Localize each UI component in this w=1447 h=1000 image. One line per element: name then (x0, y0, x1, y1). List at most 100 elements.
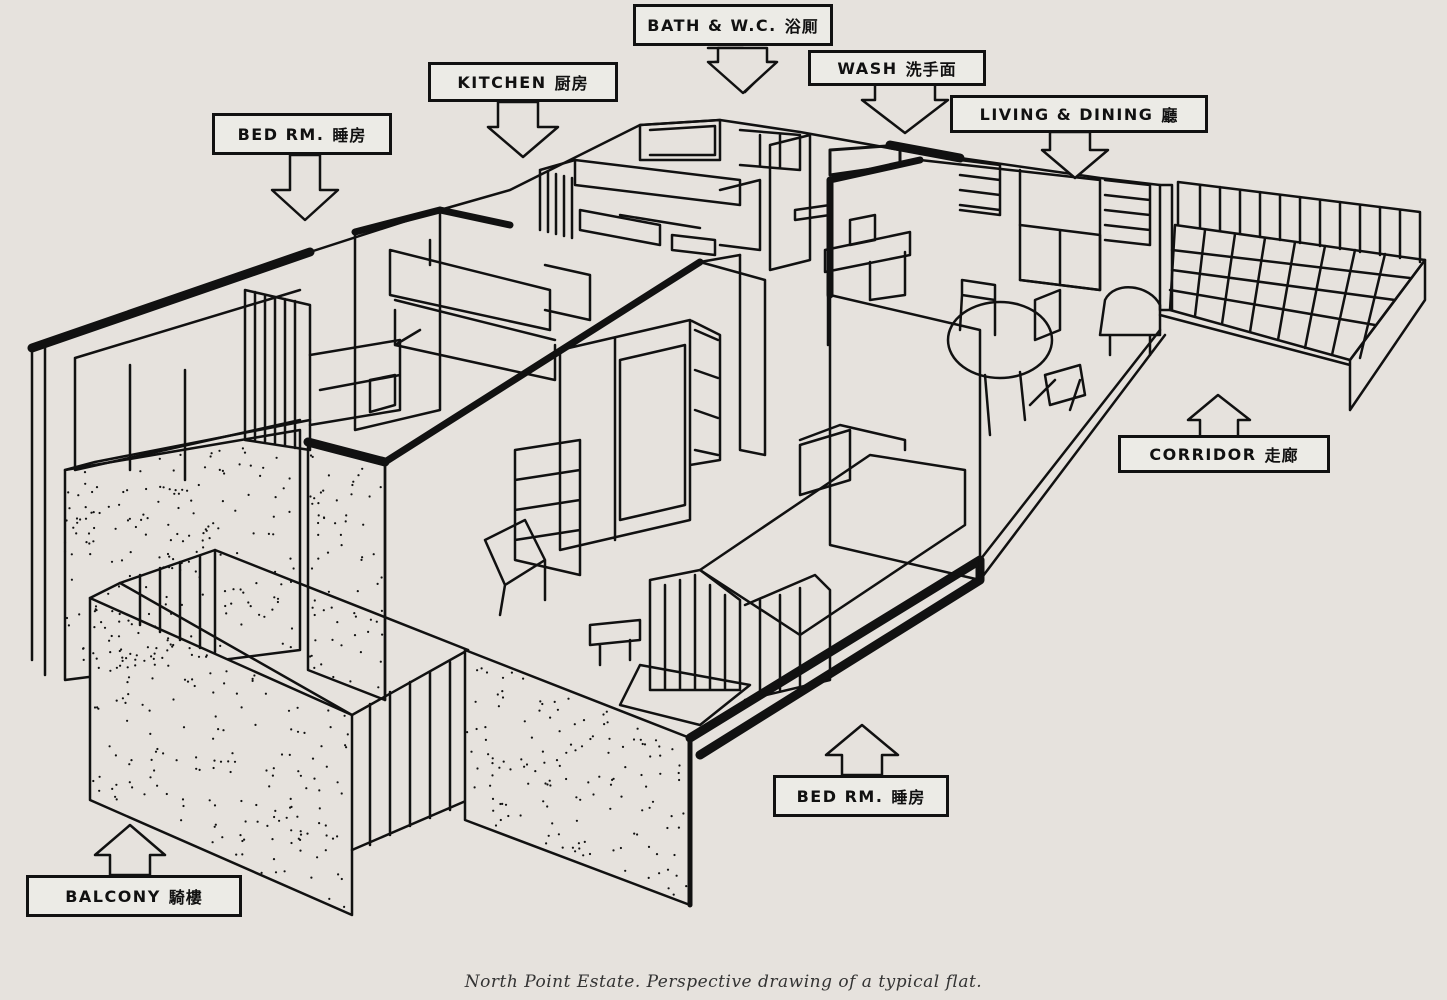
stipple-dot (191, 678, 194, 681)
wash-thick (885, 140, 965, 163)
outer-left-wall (30, 343, 47, 677)
stipple-dot (685, 885, 688, 888)
stipple-dot (209, 455, 212, 458)
stipple-dot (67, 491, 70, 494)
stipple-dot (240, 799, 243, 803)
label-wash-zh: 洗手面 (905, 60, 957, 79)
stipple-dot (343, 714, 346, 717)
stipple-dot (98, 511, 101, 515)
stipple-dot (340, 544, 343, 547)
stipple-dot (501, 690, 504, 693)
arrow-balcony-shape (93, 823, 167, 877)
stipple-dot (645, 785, 648, 788)
stipple-dot (187, 560, 190, 563)
stipple-dot (128, 517, 131, 520)
stipple-dot (241, 839, 244, 843)
stipple-dot (242, 591, 245, 594)
stipple-dot (609, 807, 612, 810)
stipple-dot (501, 676, 505, 679)
stipple-dot (156, 784, 159, 787)
stipple-dot (318, 807, 321, 810)
stipple-dot (582, 719, 586, 722)
stipple-dot (541, 702, 544, 706)
kitchen-shelves (538, 158, 577, 240)
stipple-dot (260, 871, 263, 875)
stipple-dot (643, 743, 647, 746)
stipple-dot (603, 723, 606, 726)
stipple-dot (94, 608, 97, 611)
stipple-dot (108, 745, 111, 748)
stipple-dot (180, 603, 183, 607)
stipple-dot (251, 677, 254, 681)
stipple-dot (93, 626, 96, 629)
stipple-dot (678, 778, 681, 782)
stipple-dot (256, 820, 259, 823)
stipple-dot (139, 470, 142, 473)
stipple-dot (190, 653, 193, 657)
stipple-dot (336, 621, 339, 624)
stipple-dot (589, 737, 592, 741)
stipple-dot (155, 647, 158, 650)
stipple-dot (343, 905, 346, 909)
stipple-dot (92, 779, 95, 783)
stipple-dot (222, 729, 225, 732)
stipple-dot (598, 775, 601, 778)
stipple-dot (606, 721, 609, 724)
stipple-dot (556, 708, 560, 711)
stipple-dot (292, 567, 295, 570)
stipple-dot (276, 600, 279, 604)
stipple-dot (131, 786, 134, 789)
stipple-dot (675, 874, 678, 877)
stipple-dot (150, 655, 153, 658)
chest-of-drawers (513, 438, 582, 577)
stipple-dot (201, 539, 204, 542)
stipple-dot (271, 838, 274, 841)
centre-partition-thick (381, 258, 704, 466)
stipple-dot (345, 746, 348, 749)
stipple-dot (120, 559, 124, 562)
stipple-dot (171, 567, 174, 570)
stipple-dot (130, 623, 133, 626)
label-bath-wc: BATH & W.C. 浴厠 (633, 4, 833, 46)
stipple-dot (170, 612, 173, 615)
stipple-dot (317, 521, 320, 525)
stipple-dot (280, 753, 284, 756)
stipple-dot (168, 566, 171, 569)
stipple-dot (75, 532, 78, 535)
stipple-dot (612, 849, 615, 852)
stipple-dot (153, 769, 156, 772)
label-kitchen: KITCHEN 厨房 (428, 62, 618, 102)
stipple-dot (134, 664, 137, 667)
stipple-dot (658, 872, 661, 875)
stipple-dot (217, 728, 220, 731)
stipple-dot (188, 647, 191, 650)
kitchen-counter (573, 158, 742, 247)
stipple-dot (310, 876, 313, 879)
stipple-dot (151, 677, 154, 680)
label-balcony: BALCONY 騎樓 (26, 875, 242, 917)
stipple-dot (519, 814, 522, 817)
stipple-dot (240, 623, 243, 626)
stipple-dot (501, 802, 504, 806)
stipple-dot (266, 824, 269, 828)
stipple-dot (582, 854, 585, 857)
curtain (243, 288, 312, 452)
stipple-dot (557, 833, 561, 836)
stipple-dot (193, 684, 196, 688)
stipple-dot (507, 814, 510, 818)
stipple-dot (247, 601, 250, 604)
stipple-dot (632, 738, 636, 741)
stipple-dot (534, 770, 537, 773)
kitchen-sink (670, 233, 717, 257)
stipple-dot (115, 699, 118, 702)
stipple-dot (148, 709, 151, 712)
stipple-dot (289, 557, 292, 560)
stipple-dot (210, 452, 213, 455)
stipple-dot (77, 494, 80, 497)
stipple-dot (121, 697, 124, 700)
stipple-dot (156, 747, 159, 751)
stipple-dot (317, 502, 320, 505)
stipple-dot (588, 852, 592, 856)
stipple-dot (120, 648, 123, 651)
stipple-dot (67, 624, 70, 627)
